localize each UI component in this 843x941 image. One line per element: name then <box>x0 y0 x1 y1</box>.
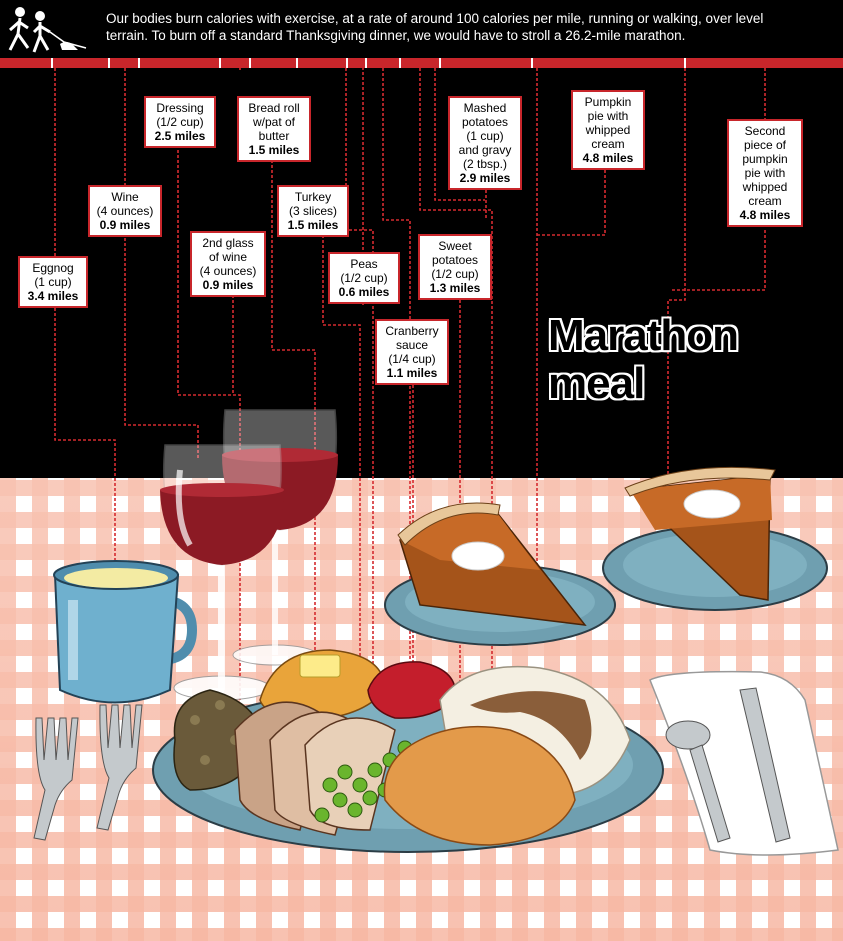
wine-glass <box>160 444 284 701</box>
wine-miles: 0.9 miles <box>99 218 151 232</box>
second-pie-line-2: piece of <box>743 138 787 152</box>
bread-line-1: Bread roll <box>248 101 300 115</box>
forks <box>33 704 143 841</box>
mashed-line-1: Mashed <box>463 101 507 115</box>
mashed-miles: 2.9 miles <box>459 171 511 185</box>
label-cranberry-sauce: Cranberry sauce (1/4 cup) 1.1 miles <box>375 319 449 385</box>
label-pumpkin-pie: Pumpkin pie with whipped cream 4.8 miles <box>571 90 645 170</box>
eggnog-line-1: Eggnog <box>32 261 74 275</box>
dressing-line-2: (1/2 cup) <box>156 115 204 129</box>
eggnog-line-2: (1 cup) <box>34 275 72 289</box>
page-title: Marathon meal <box>548 311 739 408</box>
second-wine-line-1: 2nd glass <box>202 236 254 250</box>
pumpkin-miles: 4.8 miles <box>582 151 634 165</box>
title-line-2: meal <box>548 359 645 408</box>
cranberry-line-2: sauce <box>395 338 429 352</box>
mashed-line-4: and gravy <box>458 143 512 157</box>
dinner-plate <box>152 649 664 853</box>
cranberry-line-1: Cranberry <box>385 324 439 338</box>
cranberry-miles: 1.1 miles <box>386 366 438 380</box>
mile-bar <box>0 58 843 68</box>
bread-miles: 1.5 miles <box>248 143 300 157</box>
label-peas: Peas (1/2 cup) 0.6 miles <box>328 252 400 304</box>
label-turkey: Turkey (3 slices) 1.5 miles <box>277 185 349 237</box>
label-wine: Wine (4 ounces) 0.9 miles <box>88 185 162 237</box>
mashed-line-5: (2 tbsp.) <box>462 157 507 171</box>
peas-miles: 0.6 miles <box>338 285 390 299</box>
eggnog-miles: 3.4 miles <box>27 289 79 303</box>
second-pie-line-5: whipped <box>742 180 788 194</box>
bread-line-2: w/pat of <box>252 115 296 129</box>
pumpkin-line-3: whipped <box>585 123 631 137</box>
second-pie-line-4: pie with <box>744 166 786 180</box>
cranberry-line-3: (1/4 cup) <box>388 352 436 366</box>
eggnog-mug <box>53 560 198 704</box>
sweet-line-3: (1/2 cup) <box>431 267 479 281</box>
peas-line-2: (1/2 cup) <box>340 271 388 285</box>
sweet-line-1: Sweet <box>438 239 472 253</box>
label-dressing: Dressing (1/2 cup) 2.5 miles <box>144 96 216 148</box>
label-bread-roll: Bread roll w/pat of butter 1.5 miles <box>237 96 311 162</box>
second-pie-line-6: cream <box>748 194 782 208</box>
second-pie-miles: 4.8 miles <box>739 208 791 222</box>
napkin-with-cutlery <box>649 670 839 856</box>
dressing-miles: 2.5 miles <box>154 129 206 143</box>
second-wine-line-2: of wine <box>208 250 248 264</box>
second-pie-line-1: Second <box>744 124 786 138</box>
turkey-miles: 1.5 miles <box>287 218 339 232</box>
wine-line-1: Wine <box>111 190 139 204</box>
peas-line-1: Peas <box>350 257 378 271</box>
label-second-pumpkin-pie: Second piece of pumpkin pie with whipped… <box>727 119 803 227</box>
walker-icon <box>8 7 87 53</box>
pumpkin-line-1: Pumpkin <box>584 95 632 109</box>
leader-lines <box>54 68 766 760</box>
second-wine-miles: 0.9 miles <box>202 278 254 292</box>
mashed-line-3: (1 cup) <box>466 129 504 143</box>
label-second-glass-of-wine: 2nd glass of wine (4 ounces) 0.9 miles <box>190 231 266 297</box>
label-sweet-potatoes: Sweet potatoes (1/2 cup) 1.3 miles <box>418 234 492 300</box>
second-pie-line-3: pumpkin <box>742 152 788 166</box>
turkey-line-1: Turkey <box>294 190 332 204</box>
sweet-miles: 1.3 miles <box>429 281 481 295</box>
pumpkin-line-4: cream <box>591 137 625 151</box>
label-eggnog: Eggnog (1 cup) 3.4 miles <box>18 256 88 308</box>
dressing-line-1: Dressing <box>156 101 204 115</box>
sweet-line-2: potatoes <box>431 253 479 267</box>
bread-line-3: butter <box>258 129 290 143</box>
label-mashed-potatoes: Mashed potatoes (1 cup) and gravy (2 tbs… <box>448 96 522 190</box>
title-line-1: Marathon <box>548 311 739 360</box>
wine-line-2: (4 ounces) <box>96 204 154 218</box>
pumpkin-line-2: pie with <box>587 109 629 123</box>
turkey-line-2: (3 slices) <box>288 204 337 218</box>
mashed-line-2: potatoes <box>461 115 509 129</box>
pumpkin-pie-plate <box>384 502 616 646</box>
pumpkin-pie-second-plate <box>602 466 828 611</box>
intro-text: Our bodies burn calories with exercise, … <box>106 11 764 43</box>
second-wine-line-3: (4 ounces) <box>199 264 257 278</box>
